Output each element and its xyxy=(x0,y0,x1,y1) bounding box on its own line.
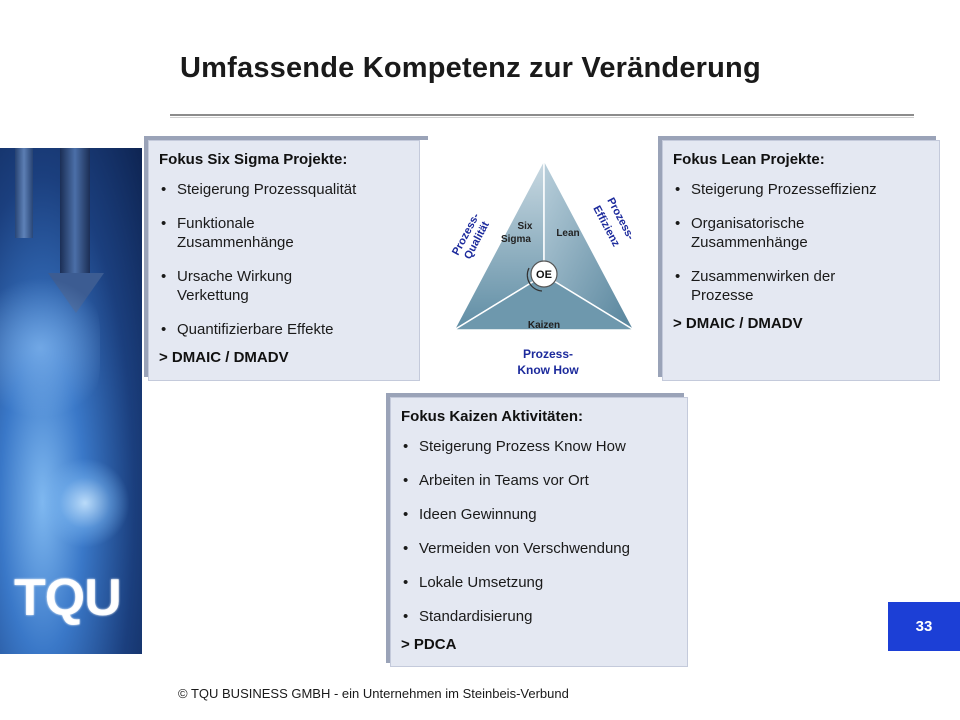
six-sigma-method: > DMAIC / DMADV xyxy=(159,349,289,366)
segment-label-sixsigma: Sigma xyxy=(501,234,531,245)
six-sigma-heading: Fokus Six Sigma Projekte: xyxy=(159,151,348,168)
segment-label-lean: Lean xyxy=(556,228,579,239)
lean-list: Steigerung Prozesseffizienz Organisatori… xyxy=(673,180,929,305)
kaizen-list: Steigerung Prozess Know How Arbeiten in … xyxy=(401,437,677,626)
segment-label-kaizen: Kaizen xyxy=(528,320,560,331)
page-number-badge: 33 xyxy=(888,602,960,651)
list-item: Steigerung Prozess Know How xyxy=(401,437,677,456)
segment-label-sixsigma: Six xyxy=(517,221,532,232)
photo-detail xyxy=(60,148,90,278)
list-item: Standardisierung xyxy=(401,607,677,626)
cycle-arrow-icon xyxy=(526,267,543,292)
list-item: Quantifizierbare Effekte xyxy=(159,320,409,339)
photo-detail xyxy=(15,148,33,238)
kaizen-method: > PDCA xyxy=(401,636,457,653)
oe-label: OE xyxy=(536,269,552,281)
triangle-segment-kaizen xyxy=(451,274,637,331)
tqu-logo: TQU xyxy=(14,569,122,627)
list-item: Funktionale Zusammenhänge xyxy=(159,214,367,252)
oe-center-circle xyxy=(530,260,558,288)
bottom-label-knowhow: Know How xyxy=(517,363,579,377)
list-item: Zusammenwirken der Prozesse xyxy=(673,267,901,305)
list-item: Steigerung Prozesseffizienz xyxy=(673,180,929,199)
copyright-footer: © TQU BUSINESS GMBH - ein Unternehmen im… xyxy=(178,686,569,701)
list-item: Ideen Gewinnung xyxy=(401,505,677,524)
kaizen-focus-box: Fokus Kaizen Aktivitäten: Steigerung Pro… xyxy=(390,397,688,667)
lean-heading: Fokus Lean Projekte: xyxy=(673,151,825,168)
list-item: Organisatorische Zusammenhänge xyxy=(673,214,871,252)
six-sigma-list: Steigerung Prozessqualität Funktionale Z… xyxy=(159,180,409,339)
lean-method: > DMAIC / DMADV xyxy=(673,315,803,332)
title-divider xyxy=(170,114,914,116)
photo-glow xyxy=(0,268,100,428)
list-item: Lokale Umsetzung xyxy=(401,573,677,592)
bottom-label-knowhow: Prozess- xyxy=(523,347,573,361)
photo-glow xyxy=(40,458,130,548)
side-photo: TQU xyxy=(0,148,142,654)
list-item: Arbeiten in Teams vor Ort xyxy=(401,471,677,490)
six-sigma-focus-box: Fokus Six Sigma Projekte: Steigerung Pro… xyxy=(148,140,420,381)
list-item: Ursache Wirkung Verkettung xyxy=(159,267,347,305)
list-item: Steigerung Prozessqualität xyxy=(159,180,409,199)
list-item: Vermeiden von Verschwendung xyxy=(401,539,677,558)
kaizen-heading: Fokus Kaizen Aktivitäten: xyxy=(401,408,583,425)
oe-triangle-diagram: OE Six Sigma Lean Kaizen Prozess- Qualit… xyxy=(450,159,637,377)
slide-title: Umfassende Kompetenz zur Veränderung xyxy=(180,52,761,84)
title-divider-light xyxy=(170,117,914,118)
lean-focus-box: Fokus Lean Projekte: Steigerung Prozesse… xyxy=(662,140,940,381)
